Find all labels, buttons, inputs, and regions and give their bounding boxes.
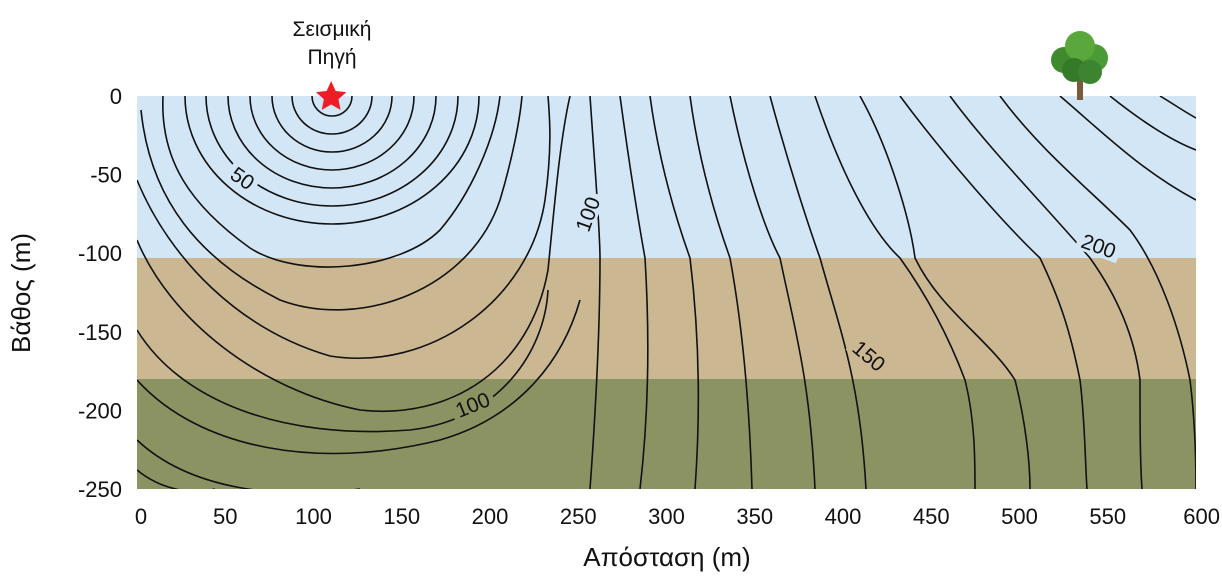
- contour-label-background: [845, 331, 895, 378]
- contour-label-background: [567, 188, 605, 239]
- contour-line: [814, 96, 976, 489]
- contour-line: [899, 96, 1088, 489]
- x-axis-title: Απόσταση (m): [583, 542, 750, 572]
- contour-line: [137, 299, 581, 455]
- contour-line: [729, 96, 816, 489]
- x-tick-label: 600: [1183, 504, 1220, 529]
- x-tick-label: 400: [825, 504, 862, 529]
- layer-bottom: [137, 378, 1196, 489]
- x-tick-label: 0: [135, 504, 147, 529]
- source-label-line-1: Σεισμική: [293, 18, 372, 41]
- contour-line: [999, 96, 1196, 489]
- contour-line: [271, 96, 393, 153]
- contour-line: [311, 96, 353, 117]
- y-tick-label: -50: [90, 163, 122, 188]
- contour-line: [184, 96, 480, 225]
- x-tick-label: 550: [1089, 504, 1126, 529]
- contour-line: [162, 96, 501, 268]
- contour-line: [140, 96, 523, 311]
- contour-line: [227, 96, 437, 189]
- contour-line: [205, 96, 459, 207]
- x-tick-label: 300: [648, 504, 685, 529]
- y-tick-label: -200: [78, 398, 122, 423]
- x-tick-label: 250: [560, 504, 597, 529]
- x-axis-ticks: 0 50 100 150 200 250 300 350 400 450 500 550 600: [135, 504, 1220, 529]
- contour-line: [249, 96, 415, 171]
- x-tick-label: 450: [913, 504, 950, 529]
- contour-line: [1109, 96, 1196, 151]
- y-tick-label: -250: [78, 477, 122, 502]
- y-tick-label: -150: [78, 320, 122, 345]
- geological-layers: [137, 96, 1196, 489]
- contour-line: [619, 96, 649, 489]
- x-tick-label: 100: [295, 504, 332, 529]
- contour-line: [137, 96, 551, 359]
- contour-lines: [137, 96, 1196, 489]
- star-icon: [315, 81, 347, 110]
- contour-label-background: [223, 157, 264, 196]
- layer-top: [137, 96, 1196, 258]
- seismic-source: [315, 81, 347, 110]
- y-tick-label: 0: [110, 84, 122, 109]
- source-label-line-2: Πηγή: [307, 46, 356, 69]
- contour-line: [649, 96, 700, 489]
- contour-line: [859, 96, 1031, 489]
- y-axis-ticks: 0 -50 -100 -150 -200 -250: [78, 84, 122, 502]
- tree-icon: [1051, 31, 1108, 100]
- contour-line: [291, 96, 373, 135]
- y-tick-label: -100: [78, 241, 122, 266]
- contour-line: [589, 96, 601, 489]
- contour-label-background: [447, 383, 497, 423]
- contour-line: [137, 96, 571, 412]
- x-tick-label: 500: [1001, 504, 1038, 529]
- layer-middle: [137, 257, 1196, 379]
- y-axis-title: Βάθος (m): [6, 233, 36, 353]
- contour-line: [769, 96, 867, 489]
- contour-line: [137, 289, 549, 433]
- contour-line: [137, 439, 360, 489]
- contour-line: [689, 96, 753, 489]
- x-tick-label: 150: [383, 504, 420, 529]
- contour-line: [949, 96, 1143, 489]
- contour-line: [1159, 96, 1196, 119]
- x-tick-label: 200: [472, 504, 509, 529]
- contour-line: [1059, 96, 1196, 201]
- x-tick-label: 50: [213, 504, 237, 529]
- contour-line: [137, 469, 215, 489]
- x-tick-label: 350: [736, 504, 773, 529]
- contour-label-background: [1074, 225, 1125, 264]
